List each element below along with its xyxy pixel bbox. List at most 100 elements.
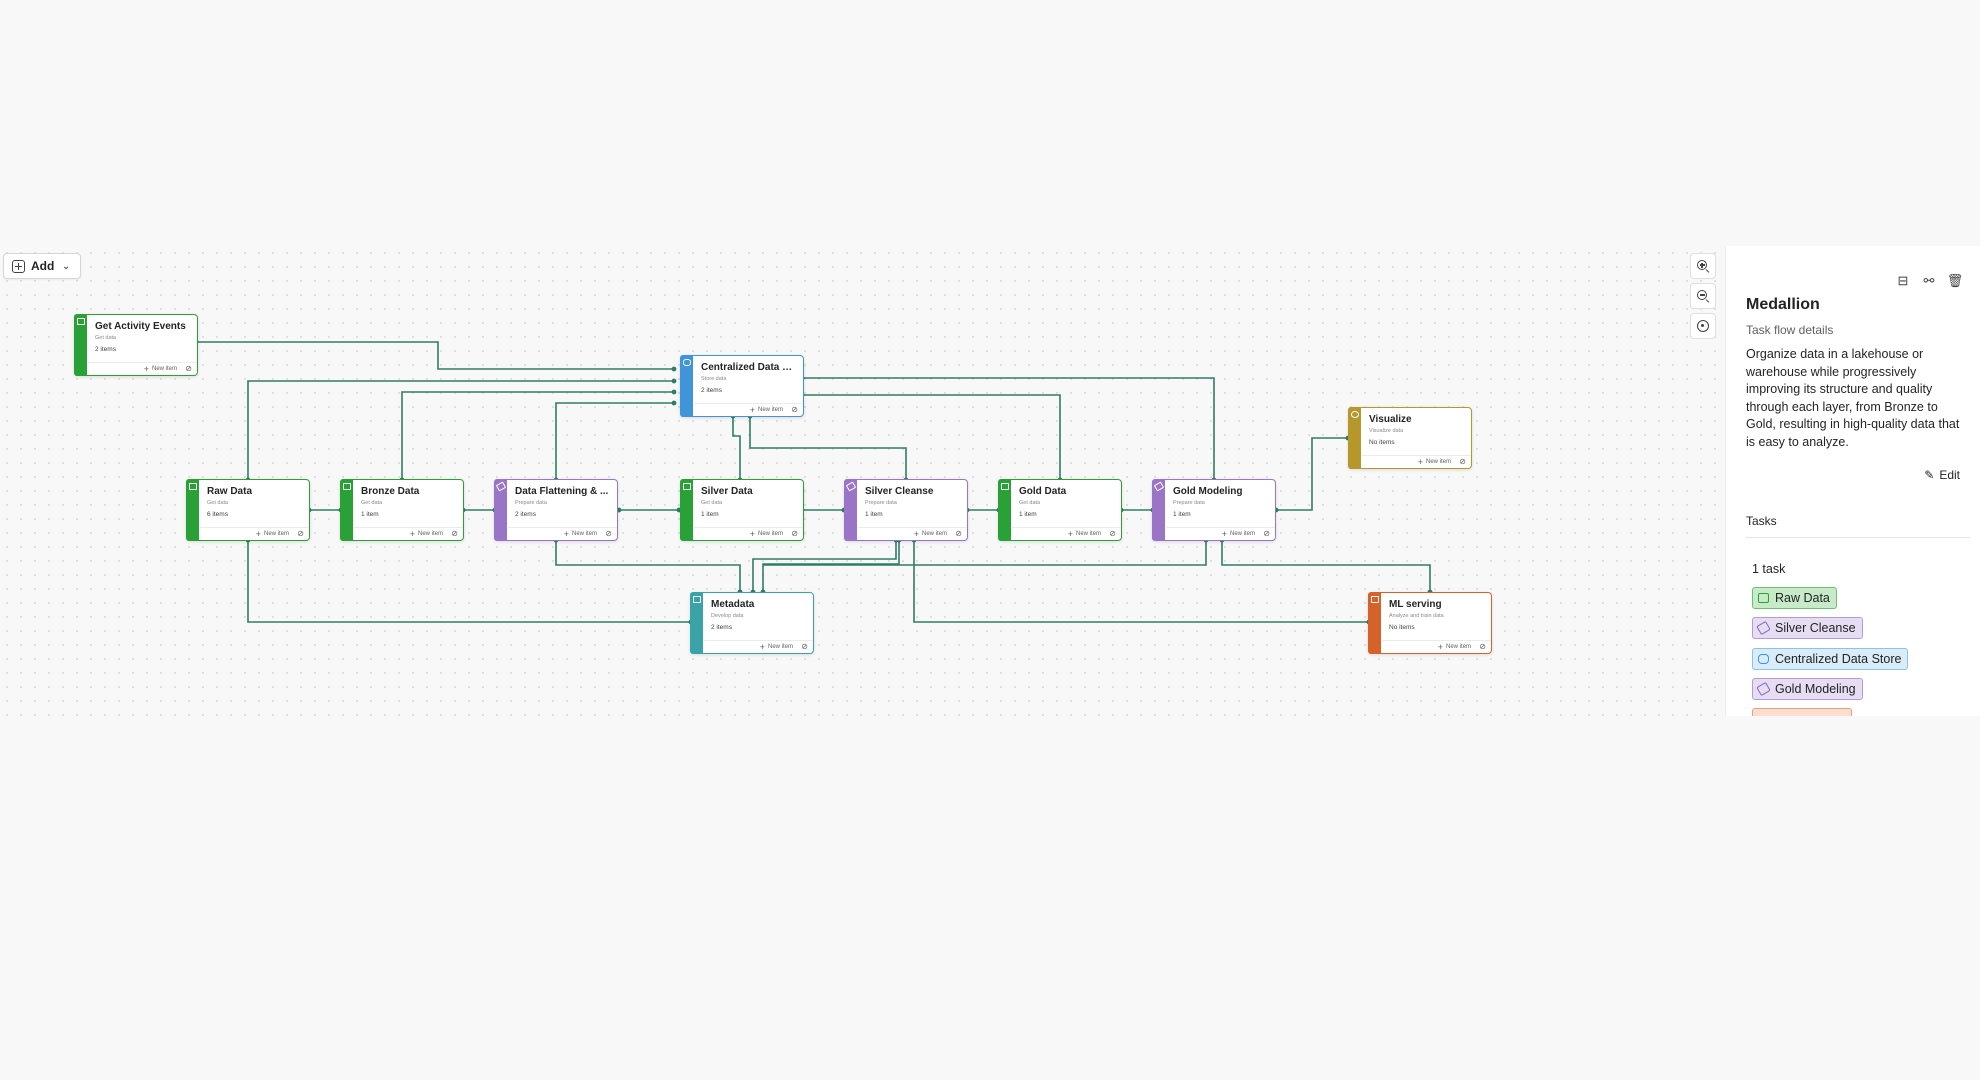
node-type: Get data: [95, 335, 117, 341]
node-type: Store data: [701, 376, 727, 382]
task-type-stripe: [680, 355, 693, 417]
new-item-button[interactable]: +New item: [144, 365, 177, 374]
node-type: Develop data: [711, 613, 744, 619]
node-item-count: 1 item: [701, 511, 719, 518]
tasks-divider: [1746, 537, 1970, 538]
edit-label: Edit: [1939, 468, 1960, 482]
new-item-button[interactable]: +New item: [1068, 530, 1101, 539]
attach-icon[interactable]: ⊘: [801, 642, 808, 651]
node-title: ML serving: [1389, 599, 1442, 610]
zoom-in-button[interactable]: [1690, 253, 1716, 279]
task-chip-label: Raw Data: [1775, 591, 1830, 605]
task-node-gold-modeling[interactable]: Gold Modeling Prepare data 1 item +New i…: [1152, 479, 1276, 541]
store-data-icon: [1758, 654, 1769, 664]
attach-icon[interactable]: ⊘: [185, 364, 192, 373]
node-title: Silver Cleanse: [865, 486, 934, 497]
attach-icon[interactable]: ⊘: [605, 529, 612, 538]
prepare-data-icon: [1153, 481, 1165, 492]
node-footer: [858, 527, 967, 540]
task-node-silver-cleanse[interactable]: Silver Cleanse Prepare data 1 item +New …: [844, 479, 968, 541]
task-node-visualize[interactable]: Visualize Visualize data No items +New i…: [1348, 407, 1472, 469]
task-type-stripe: [998, 479, 1011, 541]
attach-icon[interactable]: ⊘: [955, 529, 962, 538]
node-title: Silver Data: [701, 486, 753, 497]
new-item-button[interactable]: +New item: [760, 643, 793, 652]
edge: [762, 540, 900, 592]
task-node-ml-serving[interactable]: ML serving Analyze and train data No ite…: [1368, 592, 1492, 654]
task-type-stripe: [186, 479, 199, 541]
node-title: Visualize: [1369, 414, 1412, 425]
node-title: Get Activity Events: [95, 321, 186, 332]
task-node-gold-data[interactable]: Gold Data Get data 1 item +New item ⊘: [998, 479, 1122, 541]
get-data-icon: [343, 483, 351, 490]
task-node-metadata[interactable]: Metadata Develop data 2 items +New item …: [690, 592, 814, 654]
task-type-stripe: [1348, 407, 1361, 469]
new-item-button[interactable]: +New item: [750, 406, 783, 415]
add-button[interactable]: Add ⌄: [3, 253, 81, 279]
node-title: Bronze Data: [361, 486, 420, 497]
node-type: Get data: [1019, 500, 1041, 506]
plus-icon: +: [1437, 642, 1443, 652]
node-item-count: 1 item: [1019, 511, 1037, 518]
node-title: Centralized Data S...: [701, 362, 797, 373]
zoom-out-button[interactable]: [1690, 283, 1716, 309]
node-type: Visualize data: [1369, 428, 1404, 434]
connection-lines: [193, 339, 1433, 625]
task-node-data-flattening[interactable]: Data Flattening & ... Prepare data 2 ite…: [494, 479, 618, 541]
new-item-button[interactable]: +New item: [410, 530, 443, 539]
edge: [247, 380, 674, 480]
get-data-icon: [683, 483, 691, 490]
node-type: Analyze and train data: [1389, 613, 1444, 619]
task-chip-silver-cleanse[interactable]: Silver Cleanse: [1752, 617, 1863, 639]
visualize-icon: [1351, 411, 1359, 418]
attach-icon[interactable]: ⊘: [791, 529, 798, 538]
collapse-panel-icon[interactable]: ⊟: [1897, 273, 1909, 288]
fit-view-button[interactable]: [1690, 313, 1716, 339]
new-item-button[interactable]: +New item: [255, 529, 289, 539]
plus-icon: +: [913, 529, 919, 539]
task-count: 1 task: [1752, 562, 1786, 576]
new-item-button[interactable]: +New item: [913, 529, 947, 539]
new-item-button[interactable]: +New item: [1222, 530, 1255, 539]
new-item-label: New item: [151, 366, 177, 372]
edge: [749, 416, 907, 480]
new-item-label: New item: [1075, 531, 1101, 537]
attach-icon[interactable]: ⊘: [1459, 457, 1466, 466]
node-title: Data Flattening & ...: [515, 486, 609, 497]
task-node-silver-data[interactable]: Silver Data Get data 1 item +New item ⊘: [680, 479, 804, 541]
task-node-get-activity-events[interactable]: Get Activity Events Get data 2 items +Ne…: [74, 314, 198, 376]
edit-button[interactable]: ✎ Edit: [1924, 468, 1960, 482]
task-chip-gold-modeling[interactable]: Gold Modeling: [1752, 678, 1863, 700]
task-chip-partial[interactable]: [1752, 708, 1852, 716]
task-node-centralized-data-store[interactable]: Centralized Data S... Store data 2 items…: [680, 355, 804, 417]
plus-icon: +: [1417, 457, 1423, 467]
new-item-label: New item: [757, 531, 783, 537]
attach-icon[interactable]: ⊘: [1263, 529, 1270, 538]
attach-icon[interactable]: ⊘: [791, 405, 798, 414]
task-chip-centralized-data-store[interactable]: Centralized Data Store: [1752, 648, 1909, 670]
task-chip-raw-data[interactable]: Raw Data: [1752, 587, 1837, 609]
add-icon: [12, 259, 25, 273]
task-node-bronze-data[interactable]: Bronze Data Get data 1 item +New item ⊘: [340, 479, 464, 541]
edge: [555, 402, 674, 480]
new-item-button[interactable]: +New item: [1417, 457, 1451, 467]
attach-icon[interactable]: ⊘: [451, 529, 458, 538]
plus-icon: +: [255, 529, 261, 539]
prepare-data-icon: [1756, 620, 1771, 636]
delete-icon[interactable]: 🗑: [1946, 273, 1964, 288]
task-node-raw-data[interactable]: Raw Data Get data 6 items +New item ⊘: [186, 479, 310, 541]
get-data-icon: [77, 318, 85, 325]
task-type-stripe: [1368, 592, 1381, 654]
new-item-button[interactable]: +New item: [1437, 642, 1471, 652]
pencil-icon: ✎: [1924, 468, 1935, 482]
plus-icon: +: [563, 529, 569, 539]
attach-icon[interactable]: ⊘: [1109, 529, 1116, 538]
attach-icon[interactable]: ⊘: [1479, 642, 1486, 651]
node-title: Raw Data: [207, 486, 253, 497]
node-title: Metadata: [711, 599, 755, 610]
share-flow-icon[interactable]: ⚯: [1923, 273, 1935, 288]
new-item-button[interactable]: +New item: [563, 529, 597, 539]
attach-icon[interactable]: ⊘: [297, 529, 304, 538]
new-item-label: New item: [1445, 644, 1471, 650]
new-item-button[interactable]: +New item: [750, 530, 783, 539]
